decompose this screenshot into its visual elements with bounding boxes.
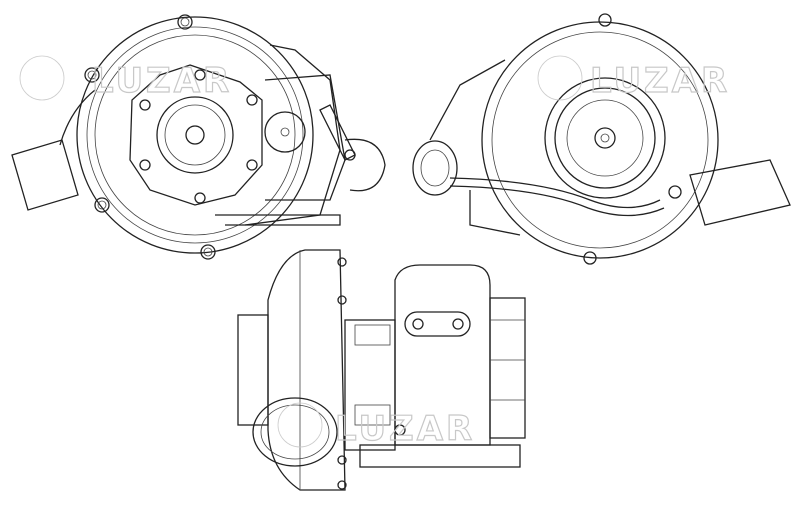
compressor-inlet — [252, 397, 338, 467]
compressor-housing — [267, 249, 346, 491]
wastegate-actuator — [412, 140, 458, 196]
turbine-housing-side — [394, 264, 491, 446]
turbine-side-view — [412, 13, 791, 265]
base-flange — [359, 444, 521, 468]
compressor-side-view — [11, 14, 386, 260]
svg-text:LUZAR: LUZAR — [335, 409, 475, 449]
outlet-flange — [11, 139, 79, 211]
oil-port-flange — [404, 311, 471, 337]
turbine-outlet — [689, 159, 791, 226]
wastegate-port — [264, 111, 306, 153]
inner-flange — [129, 64, 263, 206]
side-elevation-view — [237, 249, 526, 491]
turbine-housing — [481, 21, 719, 259]
hub — [156, 96, 234, 174]
svg-text:LUZAR: LUZAR — [92, 61, 232, 101]
svg-text:LUZAR: LUZAR — [590, 61, 730, 101]
volute-housing — [76, 16, 314, 254]
brand-watermark: LUZAR LUZAR LUZAR — [19, 55, 730, 450]
